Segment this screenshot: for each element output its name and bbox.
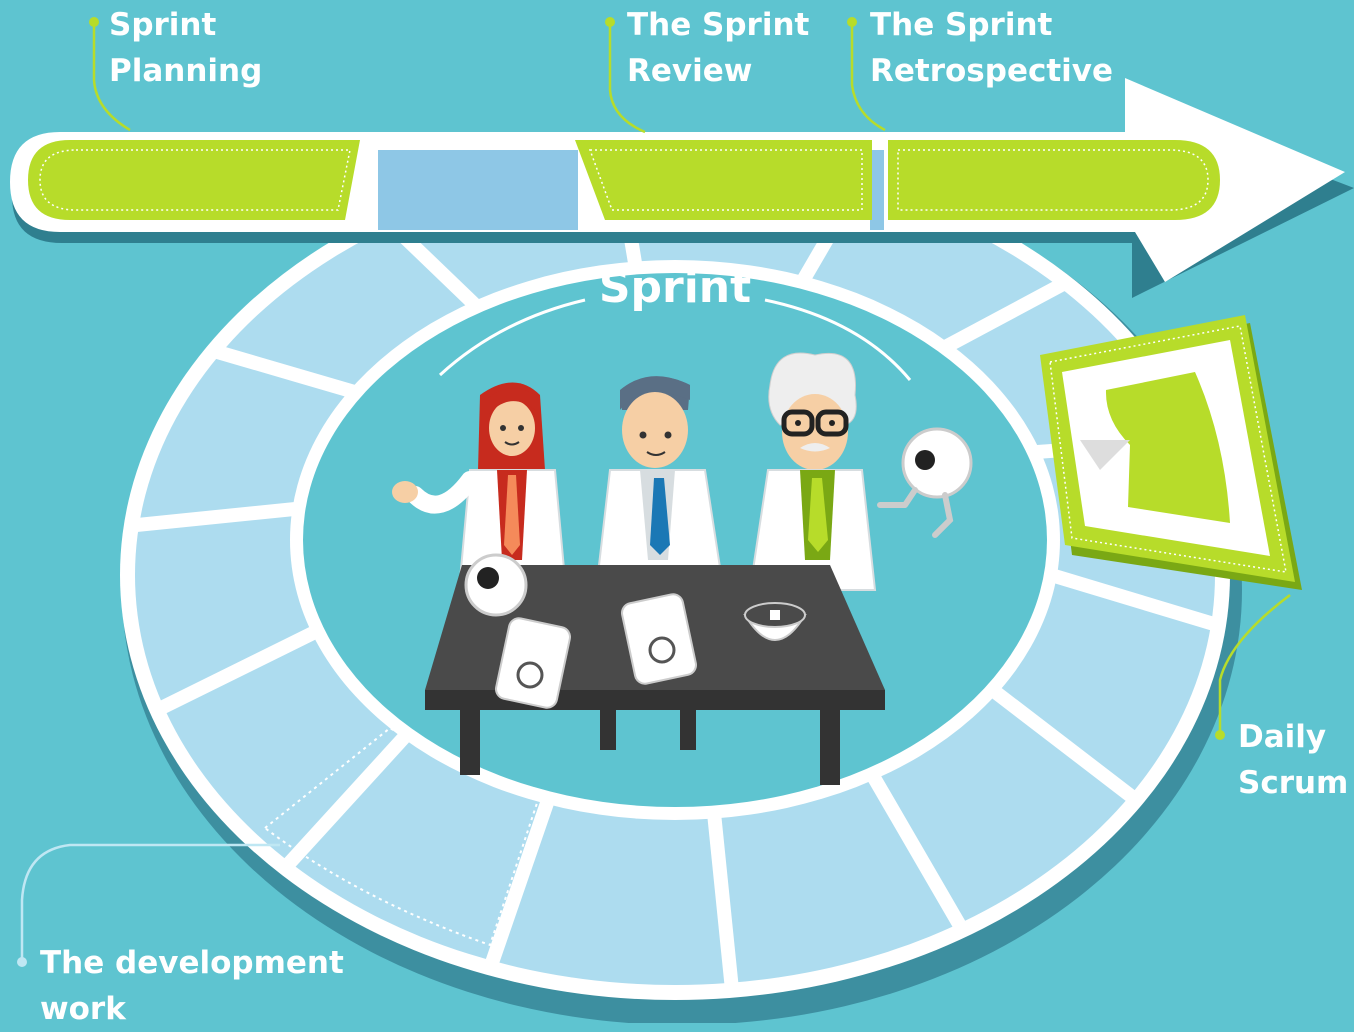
daily-cycle-icon <box>1105 372 1230 523</box>
team-illustration <box>392 352 973 785</box>
label-development-work: The development work <box>40 945 344 1027</box>
ring-divider <box>706 807 739 989</box>
ring-divider <box>281 724 417 871</box>
ring-divider <box>982 679 1139 805</box>
sprint-review-block <box>575 140 872 220</box>
label-sprint-planning: Sprint Planning <box>109 7 263 89</box>
sprint-retrospective-block <box>888 140 1220 220</box>
label-connectors <box>17 17 1291 967</box>
old-scientist <box>748 352 973 591</box>
woman-scientist <box>392 382 567 581</box>
label-sprint-retrospective: The Sprint Retrospective <box>870 7 1114 89</box>
ring-divider <box>863 766 968 932</box>
ring-divider <box>213 344 366 402</box>
chip-bowl-icon <box>743 602 807 641</box>
ring-divider <box>1040 565 1219 632</box>
ring-divider <box>484 791 557 968</box>
ring-divider <box>156 620 328 716</box>
ring-divider <box>133 500 309 533</box>
label-daily-scrum: Daily Scrum <box>1238 719 1349 801</box>
sprint-title-arcs <box>438 298 912 381</box>
ring-segment-dividers <box>133 161 1219 989</box>
development-work-segment-outline <box>263 726 540 947</box>
timeline-arrow <box>10 78 1354 298</box>
robot-eye-icon <box>915 450 935 470</box>
card-icon <box>621 593 697 685</box>
sprint-planning-block <box>28 140 360 220</box>
card-icon <box>495 617 571 709</box>
sprint-title: Sprint <box>598 262 752 313</box>
daily-scrum-box <box>1040 315 1302 590</box>
label-sprint-review: The Sprint Review <box>627 7 810 89</box>
ring-divider <box>935 277 1067 357</box>
